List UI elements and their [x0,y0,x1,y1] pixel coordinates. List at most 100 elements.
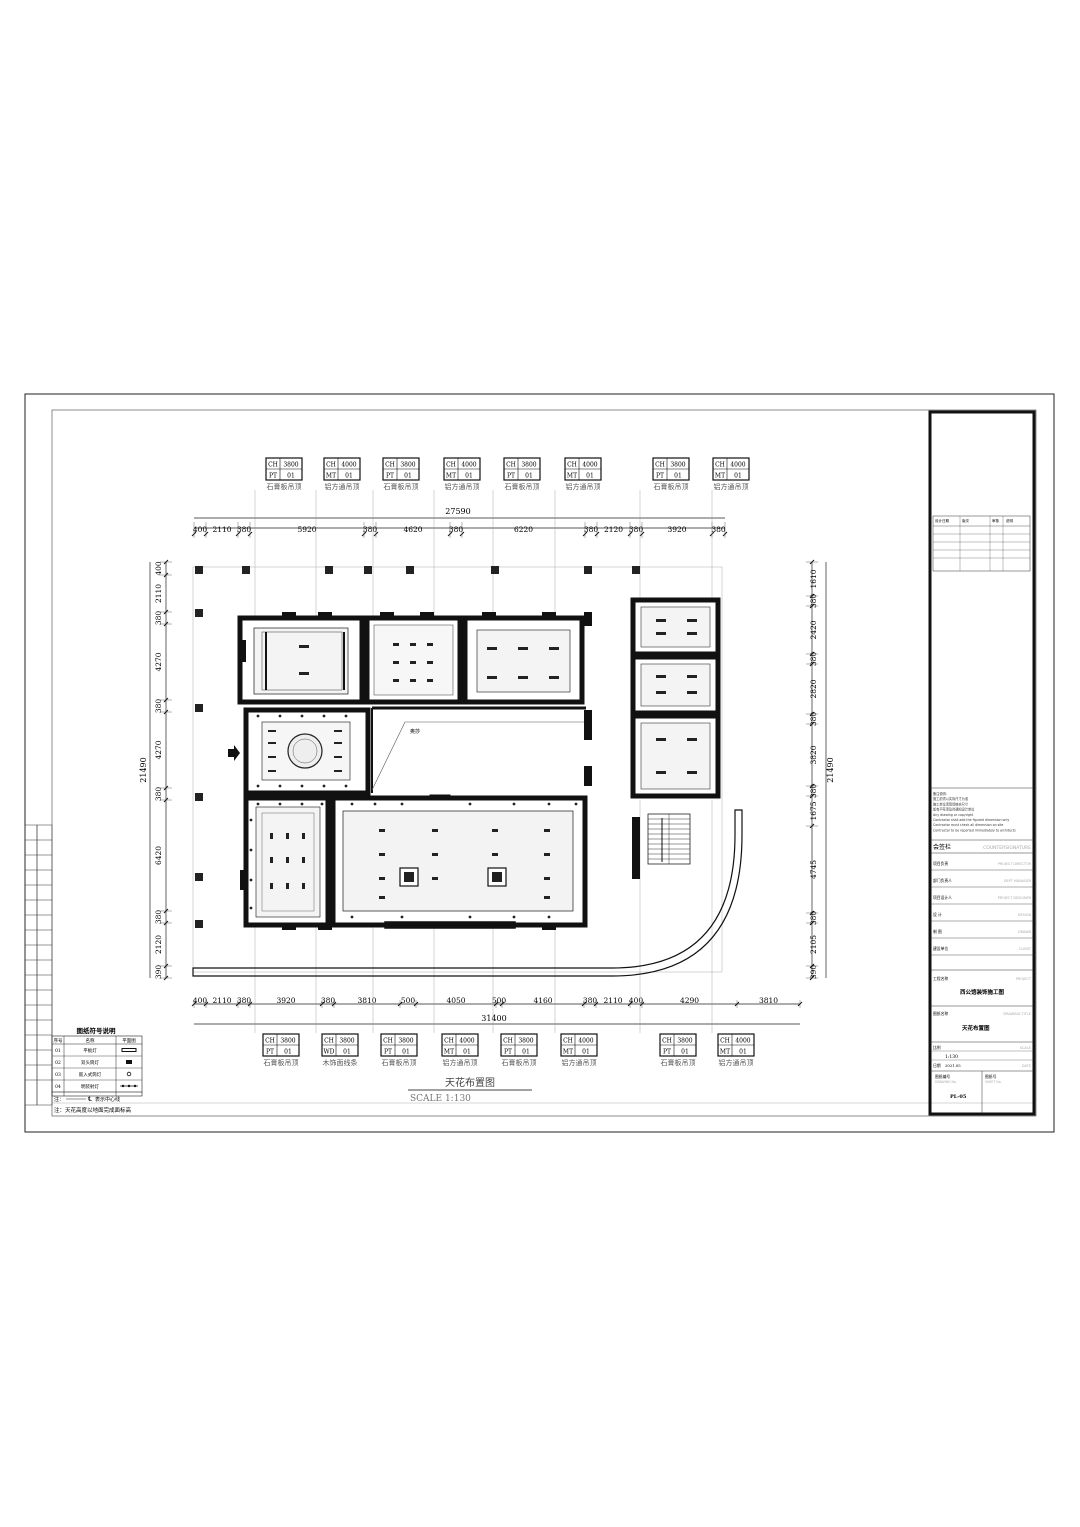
tb-row-label: 项目设计人 [933,895,952,900]
tag-num: 01 [522,1049,530,1056]
tag-code: MT [563,1049,573,1056]
dimension-value: 380 [154,611,163,626]
dimension-value: 5920 [297,525,316,534]
tag-ch: CH [446,462,456,469]
tag-ch: CH [662,1038,672,1045]
dimension-value: 2120 [154,935,163,954]
dimension-value: 380 [154,910,163,925]
tag-num: 01 [734,473,742,480]
dimension-value: 380 [584,525,599,534]
tag-height: 4000 [582,462,597,469]
tag-code: PT [386,473,394,480]
tag-num: 01 [404,473,412,480]
dimension-value: 380 [629,525,644,534]
left-total-dimension: 21490 [139,757,148,782]
tb-project-label: 工程名称 [933,976,948,981]
tag-num: 01 [582,1049,590,1056]
legend-row-no: 03 [55,1072,61,1078]
tag-code: PT [269,473,277,480]
tag-ch: CH [655,462,665,469]
site-boundary [192,566,723,973]
tag-num: 01 [287,473,295,480]
tb-note-line: 备注说明： [933,791,949,796]
tag-height: 4000 [461,462,476,469]
tag-material: 铝方通吊顶 [714,482,749,491]
recessed-downlight-icon [126,1071,132,1077]
dimension-value: 2110 [212,525,231,534]
tb-note-line: Contractor to be reported immediately to… [933,828,1016,832]
dimension-value: 4620 [403,525,422,534]
tb-row-label: 项目负责 [933,861,948,866]
legend-note-1b: 表示中心线 [95,1096,120,1103]
left-dimension-chain: 21490 4002110380427038042703806420380212… [139,559,172,981]
tb-drawing-label-en: DRAWING TITLE [1003,1012,1031,1016]
tb-drawing-name: 天花布置图 [962,1024,990,1032]
dimension-value: 3820 [809,745,818,764]
tag-num: 01 [402,1049,410,1056]
tag-code: MT [444,1049,454,1056]
tag-height: 3800 [670,462,685,469]
dimension-value: 380 [237,525,252,534]
tb-row-label: 建设单位 [933,946,948,951]
tb-sheet-label: 图纸号 [985,1074,997,1079]
dimension-value: 380 [809,594,818,609]
tb-scale-value: 1:130 [945,1054,958,1060]
dimension-value: 2105 [809,935,818,954]
tb-header-rev: 版次 [962,518,970,523]
tag-height: 4000 [578,1038,593,1045]
drawing-title-block: 天花布置图 SCALE 1:130 [408,1076,532,1104]
right-dimension-chain: 21490 1610380242038028203803820380167547… [806,559,835,981]
legend-row-no: 01 [55,1048,61,1054]
dimension-value: 380 [809,652,818,667]
tag-material: 铝方通吊顶 [325,482,360,491]
tag-height: 4000 [341,462,356,469]
tb-header-date: 设计日期 [935,518,949,523]
tag-code: PT [663,1049,671,1056]
legend-note-2: 注：天花高度以地面完成面标高 [54,1106,132,1114]
legend-row-name: 双头筒灯 [81,1059,99,1066]
legend-header-no: 序号 [54,1037,63,1044]
tag-height: 3800 [283,462,298,469]
dimension-value: 390 [154,965,163,980]
room-g2 [630,654,721,716]
dimension-value: 4270 [154,740,163,759]
drawing-title: 天花布置图 [445,1076,495,1089]
tb-note-line: 施工单位须现场核实尺寸 [933,801,969,806]
dimension-value: 1675 [809,801,818,820]
tb-project-name: 西公馆装饰施工图 [960,988,1005,996]
panel-light-icon [121,1048,137,1052]
tag-ch: CH [383,1038,393,1045]
dimension-value: 3810 [357,996,376,1005]
entrance-arrow-icon [228,745,240,761]
tag-ch: CH [265,1038,275,1045]
legend-header-symbol: 平面图 [122,1038,136,1044]
dimension-value: 380 [809,911,818,926]
dimension-value: 4160 [533,996,552,1005]
tag-code: PT [656,473,664,480]
tag-ch: CH [503,1038,513,1045]
tag-num: 01 [465,473,473,480]
tag-height: 3800 [518,1038,533,1045]
tag-ch: CH [715,462,725,469]
tag-code: PT [504,1049,512,1056]
dimension-value: 380 [711,525,726,534]
tag-material: 铝方通吊顶 [562,1058,597,1067]
tb-project-label-en: PROJECT [1016,977,1032,981]
tag-num: 01 [681,1049,689,1056]
tb-row-label-en: DRAWN [1018,930,1031,934]
tag-ch: CH [506,462,516,469]
dimension-value: 6220 [514,525,533,534]
legend-row-no: 04 [55,1084,61,1090]
dimension-value: 1610 [809,569,818,588]
tag-material: 铝方通吊顶 [566,482,601,491]
dimension-value: 6420 [154,846,163,865]
tag-num: 01 [674,473,682,480]
